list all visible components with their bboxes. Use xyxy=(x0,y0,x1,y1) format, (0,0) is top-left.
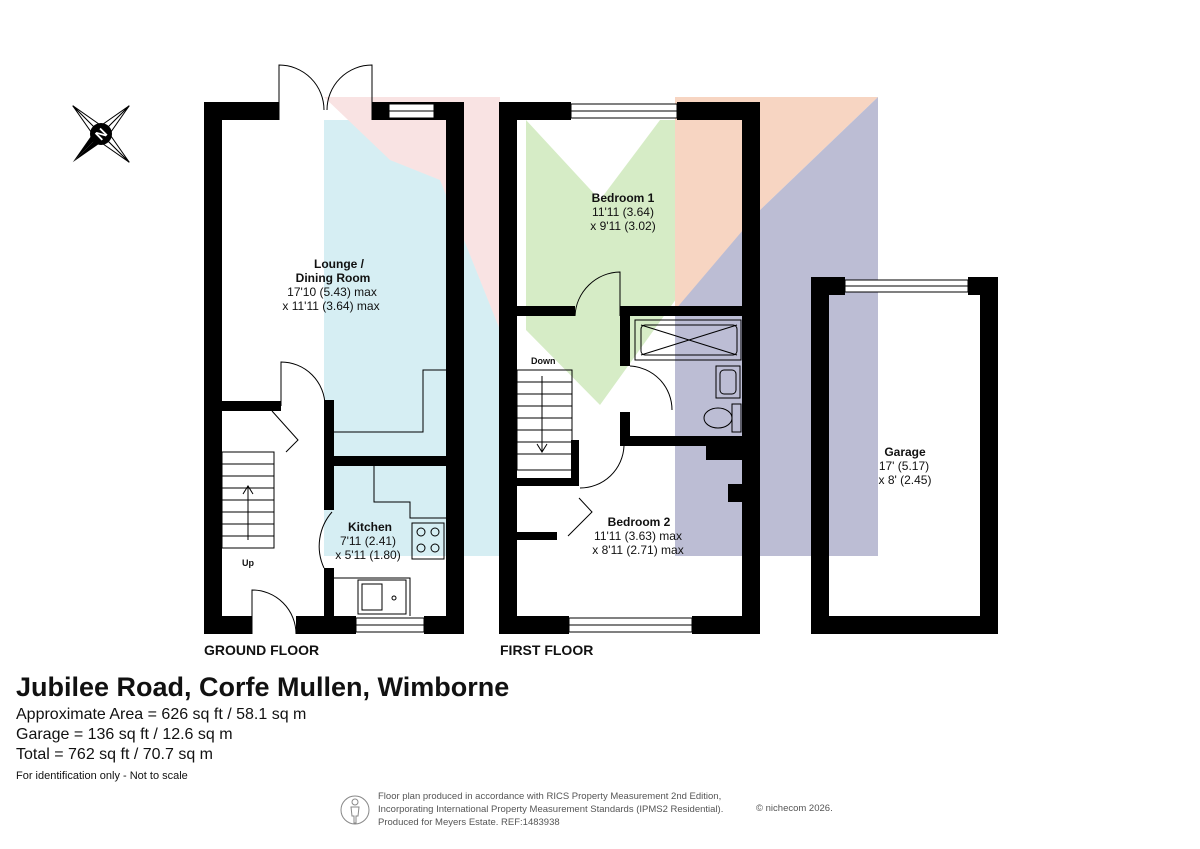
kitchen-dim-2: x 5'11 (1.80) xyxy=(335,548,400,562)
gf-cupboard xyxy=(271,410,299,453)
bedroom2-label: Bedroom 2 11'11 (3.63) max x 8'11 (2.71)… xyxy=(592,515,683,557)
garage-wall-left xyxy=(811,277,829,634)
footer-line-1: Floor plan produced in accordance with R… xyxy=(378,791,722,802)
gf-wall-bottom-mid xyxy=(296,616,356,634)
ff-partition-bed1-left xyxy=(517,306,575,316)
total-area: Total = 762 sq ft / 70.7 sq m xyxy=(16,746,213,763)
garage-area: Garage = 136 sq ft / 12.6 sq m xyxy=(16,726,233,743)
orientation-tints xyxy=(324,97,878,556)
gf-door-front xyxy=(251,589,297,635)
first-floor-walls xyxy=(499,102,760,634)
property-title: Jubilee Road, Corfe Mullen, Wimborne xyxy=(16,672,510,702)
gf-partition-hall-vert-low xyxy=(324,568,334,618)
lounge-name-1: Lounge / xyxy=(314,257,365,271)
ff-door-bed2 xyxy=(579,445,625,489)
gf-wall-bottom-right xyxy=(424,616,464,634)
compass-icon: N xyxy=(72,105,130,163)
ff-wall-left xyxy=(499,102,517,634)
ff-wall-bottom-left xyxy=(499,616,569,634)
gf-wall-top-left xyxy=(204,102,279,120)
gf-lounge-recess xyxy=(334,369,446,433)
kitchen-label: Kitchen 7'11 (2.41) x 5'11 (1.80) xyxy=(335,520,400,562)
ff-partition-bed1-right xyxy=(620,306,742,316)
ff-cupboard-door xyxy=(567,497,593,537)
ff-bed2-stub1 xyxy=(706,446,742,460)
ff-wall-bottom-right xyxy=(692,616,760,634)
first-floor-label: FIRST FLOOR xyxy=(500,642,593,658)
ff-stairs xyxy=(516,369,573,471)
footer-line-2: Incorporating International Property Mea… xyxy=(378,804,724,815)
disclaimer-note: For identification only - Not to scale xyxy=(16,770,188,782)
ground-floor-walls xyxy=(204,102,464,634)
ff-bed2-stub2 xyxy=(728,484,742,502)
footer-copyright: © nichecom 2026. xyxy=(756,803,833,814)
ff-basin xyxy=(715,365,741,399)
ff-partition-bath-vert xyxy=(620,306,630,366)
ff-door-bath xyxy=(629,365,673,411)
bedroom1-name: Bedroom 1 xyxy=(592,191,655,205)
gf-french-door-left xyxy=(278,64,325,120)
ff-bath xyxy=(634,319,742,361)
gf-partition-hall xyxy=(204,401,281,411)
ff-toilet xyxy=(703,407,733,429)
gf-hob xyxy=(411,522,445,560)
gf-french-door-right xyxy=(326,64,373,120)
garage-wall-bottom xyxy=(811,616,998,634)
bedroom1-dim-1: 11'11 (3.64) xyxy=(592,205,654,219)
stairs-up-label: Up xyxy=(242,558,254,568)
lounge-dim-1: 17'10 (5.43) max xyxy=(287,285,377,299)
ff-partition-landing xyxy=(620,412,630,446)
gf-door-kitchen xyxy=(318,511,333,569)
first-floor-details xyxy=(516,103,742,633)
bedroom1-dim-2: x 9'11 (3.02) xyxy=(590,219,655,233)
gf-wall-bottom-left xyxy=(204,616,252,634)
garage-dim-2: x 8' (2.45) xyxy=(879,473,932,487)
bedroom2-dim-1: 11'11 (3.63) max xyxy=(594,529,682,543)
ff-stair-wall xyxy=(517,478,579,486)
ff-wall-right xyxy=(742,102,760,634)
gf-kitchen-counter xyxy=(334,577,411,616)
bedroom1-label: Bedroom 1 11'11 (3.64) x 9'11 (3.02) xyxy=(590,191,655,233)
gf-door-lounge xyxy=(280,361,326,407)
gf-wall-right xyxy=(446,102,464,634)
ff-partition-bath-bottom xyxy=(626,436,742,446)
garage-name: Garage xyxy=(884,445,926,459)
kitchen-dim-1: 7'11 (2.41) xyxy=(340,534,396,548)
footer-line-3: Produced for Meyers Estate. REF:1483938 xyxy=(378,817,560,828)
ff-stair-wall-low xyxy=(517,532,557,540)
garage-door xyxy=(844,279,969,293)
footer-text: Floor plan produced in accordance with R… xyxy=(378,790,723,829)
gf-partition-hall-vert xyxy=(324,400,334,510)
ff-stair-wall-vert xyxy=(571,440,579,486)
stairs-down-label: Down xyxy=(531,356,556,366)
gf-kitchen-worktop xyxy=(373,466,446,519)
bedroom2-name: Bedroom 2 xyxy=(608,515,671,529)
gf-wall-left xyxy=(204,102,222,634)
person-measure-icon xyxy=(340,795,370,825)
ground-floor-details xyxy=(221,64,446,635)
lounge-dim-2: x 11'11 (3.64) max xyxy=(282,299,379,313)
ff-wall-top-right xyxy=(677,102,760,120)
ff-door-bed1 xyxy=(574,271,621,317)
approximate-area: Approximate Area = 626 sq ft / 58.1 sq m xyxy=(16,706,307,723)
ground-floor-label: GROUND FLOOR xyxy=(204,642,319,658)
gf-sink xyxy=(357,579,407,615)
gf-partition-kitchen xyxy=(334,456,446,466)
garage-walls xyxy=(811,277,998,634)
garage-wall-right xyxy=(980,277,998,634)
bedroom2-dim-2: x 8'11 (2.71) max xyxy=(592,543,683,557)
lounge-name-2: Dining Room xyxy=(296,271,371,285)
lounge-label: Lounge / Dining Room 17'10 (5.43) max x … xyxy=(282,257,379,313)
kitchen-name: Kitchen xyxy=(348,520,392,534)
garage-label: Garage 17' (5.17) x 8' (2.45) xyxy=(879,445,932,487)
garage-dim-1: 17' (5.17) xyxy=(879,459,929,473)
